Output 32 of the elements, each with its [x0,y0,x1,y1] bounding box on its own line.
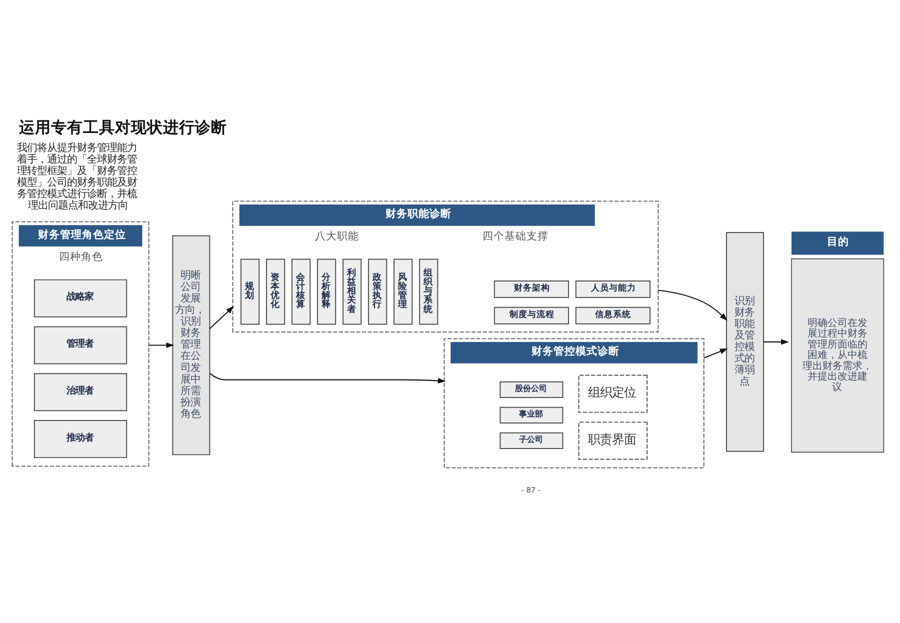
node-box: 组织与系统 [419,258,438,325]
node-box: 资本优化 [266,258,286,325]
node-box: 人员与能力 [575,280,650,298]
diagram-title: 运用专有工具对现状进行诊断 [18,117,227,136]
node-box: 组织定位 [578,374,648,413]
node-box: 政策执行 [368,258,388,325]
node-box: 会计核算 [292,258,311,325]
node-box: 识别财务职能及管控模式的薄弱点 [726,232,764,452]
node-box: 财务架构 [494,280,569,298]
node-box: 分析解释 [317,258,336,325]
node-box: 信息系统 [575,306,650,324]
node-box: 利益相关者 [342,258,362,325]
node-box: 管理者 [34,326,128,364]
arrow [148,342,174,348]
node-box: 制度与流程 [494,306,569,324]
node-box: 推动者 [34,420,128,458]
node-box: 股份公司 [500,381,564,398]
node-box: 子公司 [500,432,564,449]
arrow [210,373,446,384]
node-box: 职责界面 [578,422,648,460]
node-box: 治理者 [34,373,128,412]
arrow [764,339,789,345]
node-box: 风险管理 [394,258,413,325]
label: 我们将从提升财务管理能力着手，通过的「全球财务管理转型框架」及「财务管控模型」公司的财务职能及财务管控模式进行诊断，并梳理出问题点和改进方向 [17,142,138,212]
arrow [209,306,234,329]
node-box: 事业部 [500,406,564,424]
arrow [658,290,728,321]
node-box: 规划 [240,258,260,325]
node-box: 战略家 [34,279,128,318]
arrow [704,348,728,358]
label: - 87 - [521,486,541,495]
node-box: 明晰公司发展方向，识别财务管理在公司发展中所需扮演角色 [172,235,210,456]
